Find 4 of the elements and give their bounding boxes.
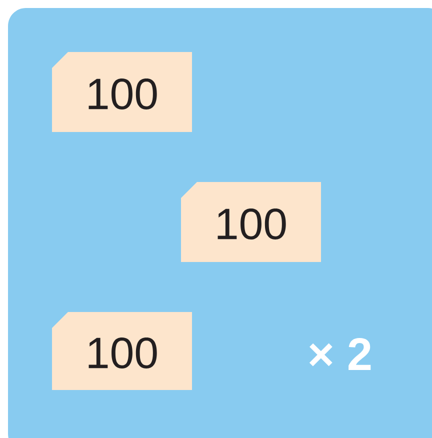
multiplier-label: × 2 xyxy=(309,338,371,370)
number-card: 100 xyxy=(52,312,192,390)
number-card: 100 xyxy=(181,182,321,262)
number-card: 100 xyxy=(52,52,192,132)
